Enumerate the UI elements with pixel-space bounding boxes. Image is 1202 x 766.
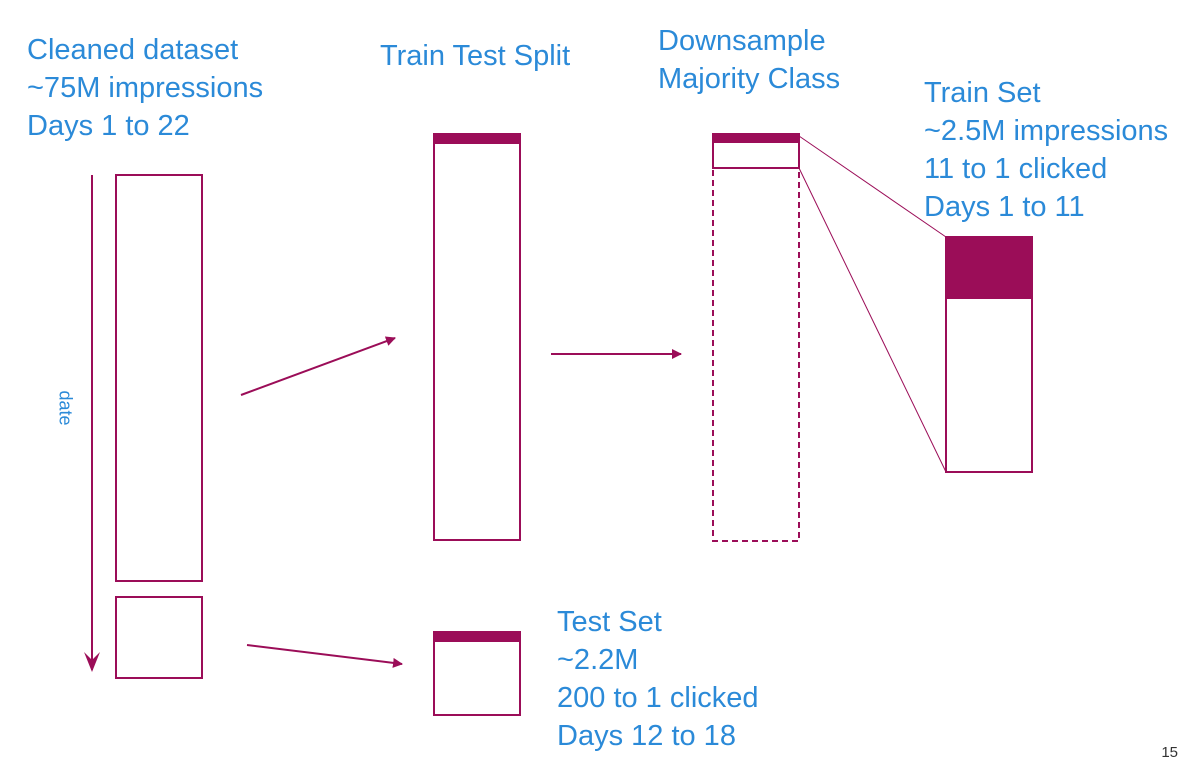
page-number: 15 xyxy=(1161,744,1178,761)
train-set-size: ~2.5M impressions xyxy=(924,115,1169,147)
split-train-bar xyxy=(433,133,521,541)
test-set-clicked-band xyxy=(434,632,520,642)
train-set-label: Train Set ~2.5M impressions 11 to 1 clic… xyxy=(924,74,1168,226)
zoom-line-top xyxy=(798,135,947,238)
downsample-clicked-band xyxy=(713,134,799,143)
test-set-size: ~2.2M xyxy=(557,644,639,676)
date-axis-arrowhead xyxy=(84,652,100,672)
test-set-bar xyxy=(433,631,521,716)
test-set-label: Test Set ~2.2M 200 to 1 clicked Days 12 … xyxy=(557,603,759,755)
cleaned-dataset-test-block xyxy=(115,596,203,679)
downsample-discarded-region xyxy=(712,167,800,542)
train-set-ratio: 11 to 1 clicked xyxy=(924,153,1108,185)
zoom-line-bottom xyxy=(798,167,947,473)
test-set-days: Days 12 to 18 xyxy=(557,720,736,752)
train-set-days: Days 1 to 11 xyxy=(924,191,1085,223)
train-test-split-label: Train Test Split xyxy=(380,37,570,75)
train-test-split-title: Train Test Split xyxy=(380,40,571,72)
cleaned-dataset-train-block xyxy=(115,174,203,582)
cleaned-dataset-size: ~75M impressions xyxy=(27,72,264,104)
arrow-to-test-set xyxy=(246,644,403,668)
train-set-clicked-block xyxy=(946,237,1032,299)
downsample-title-line1: Downsample xyxy=(658,25,826,57)
arrow-to-train-split xyxy=(240,336,396,396)
date-axis-label: date xyxy=(55,390,76,426)
downsample-label: Downsample Majority Class xyxy=(658,22,840,98)
train-set-title: Train Set xyxy=(924,77,1041,109)
downsample-title-line2: Majority Class xyxy=(658,63,841,95)
test-set-title: Test Set xyxy=(557,606,662,638)
cleaned-dataset-days: Days 1 to 22 xyxy=(27,110,190,142)
test-set-ratio: 200 to 1 clicked xyxy=(557,682,759,714)
cleaned-dataset-title: Cleaned dataset xyxy=(27,34,239,66)
split-train-clicked-band xyxy=(434,134,520,144)
cleaned-dataset-label: Cleaned dataset ~75M impressions Days 1 … xyxy=(27,31,263,145)
